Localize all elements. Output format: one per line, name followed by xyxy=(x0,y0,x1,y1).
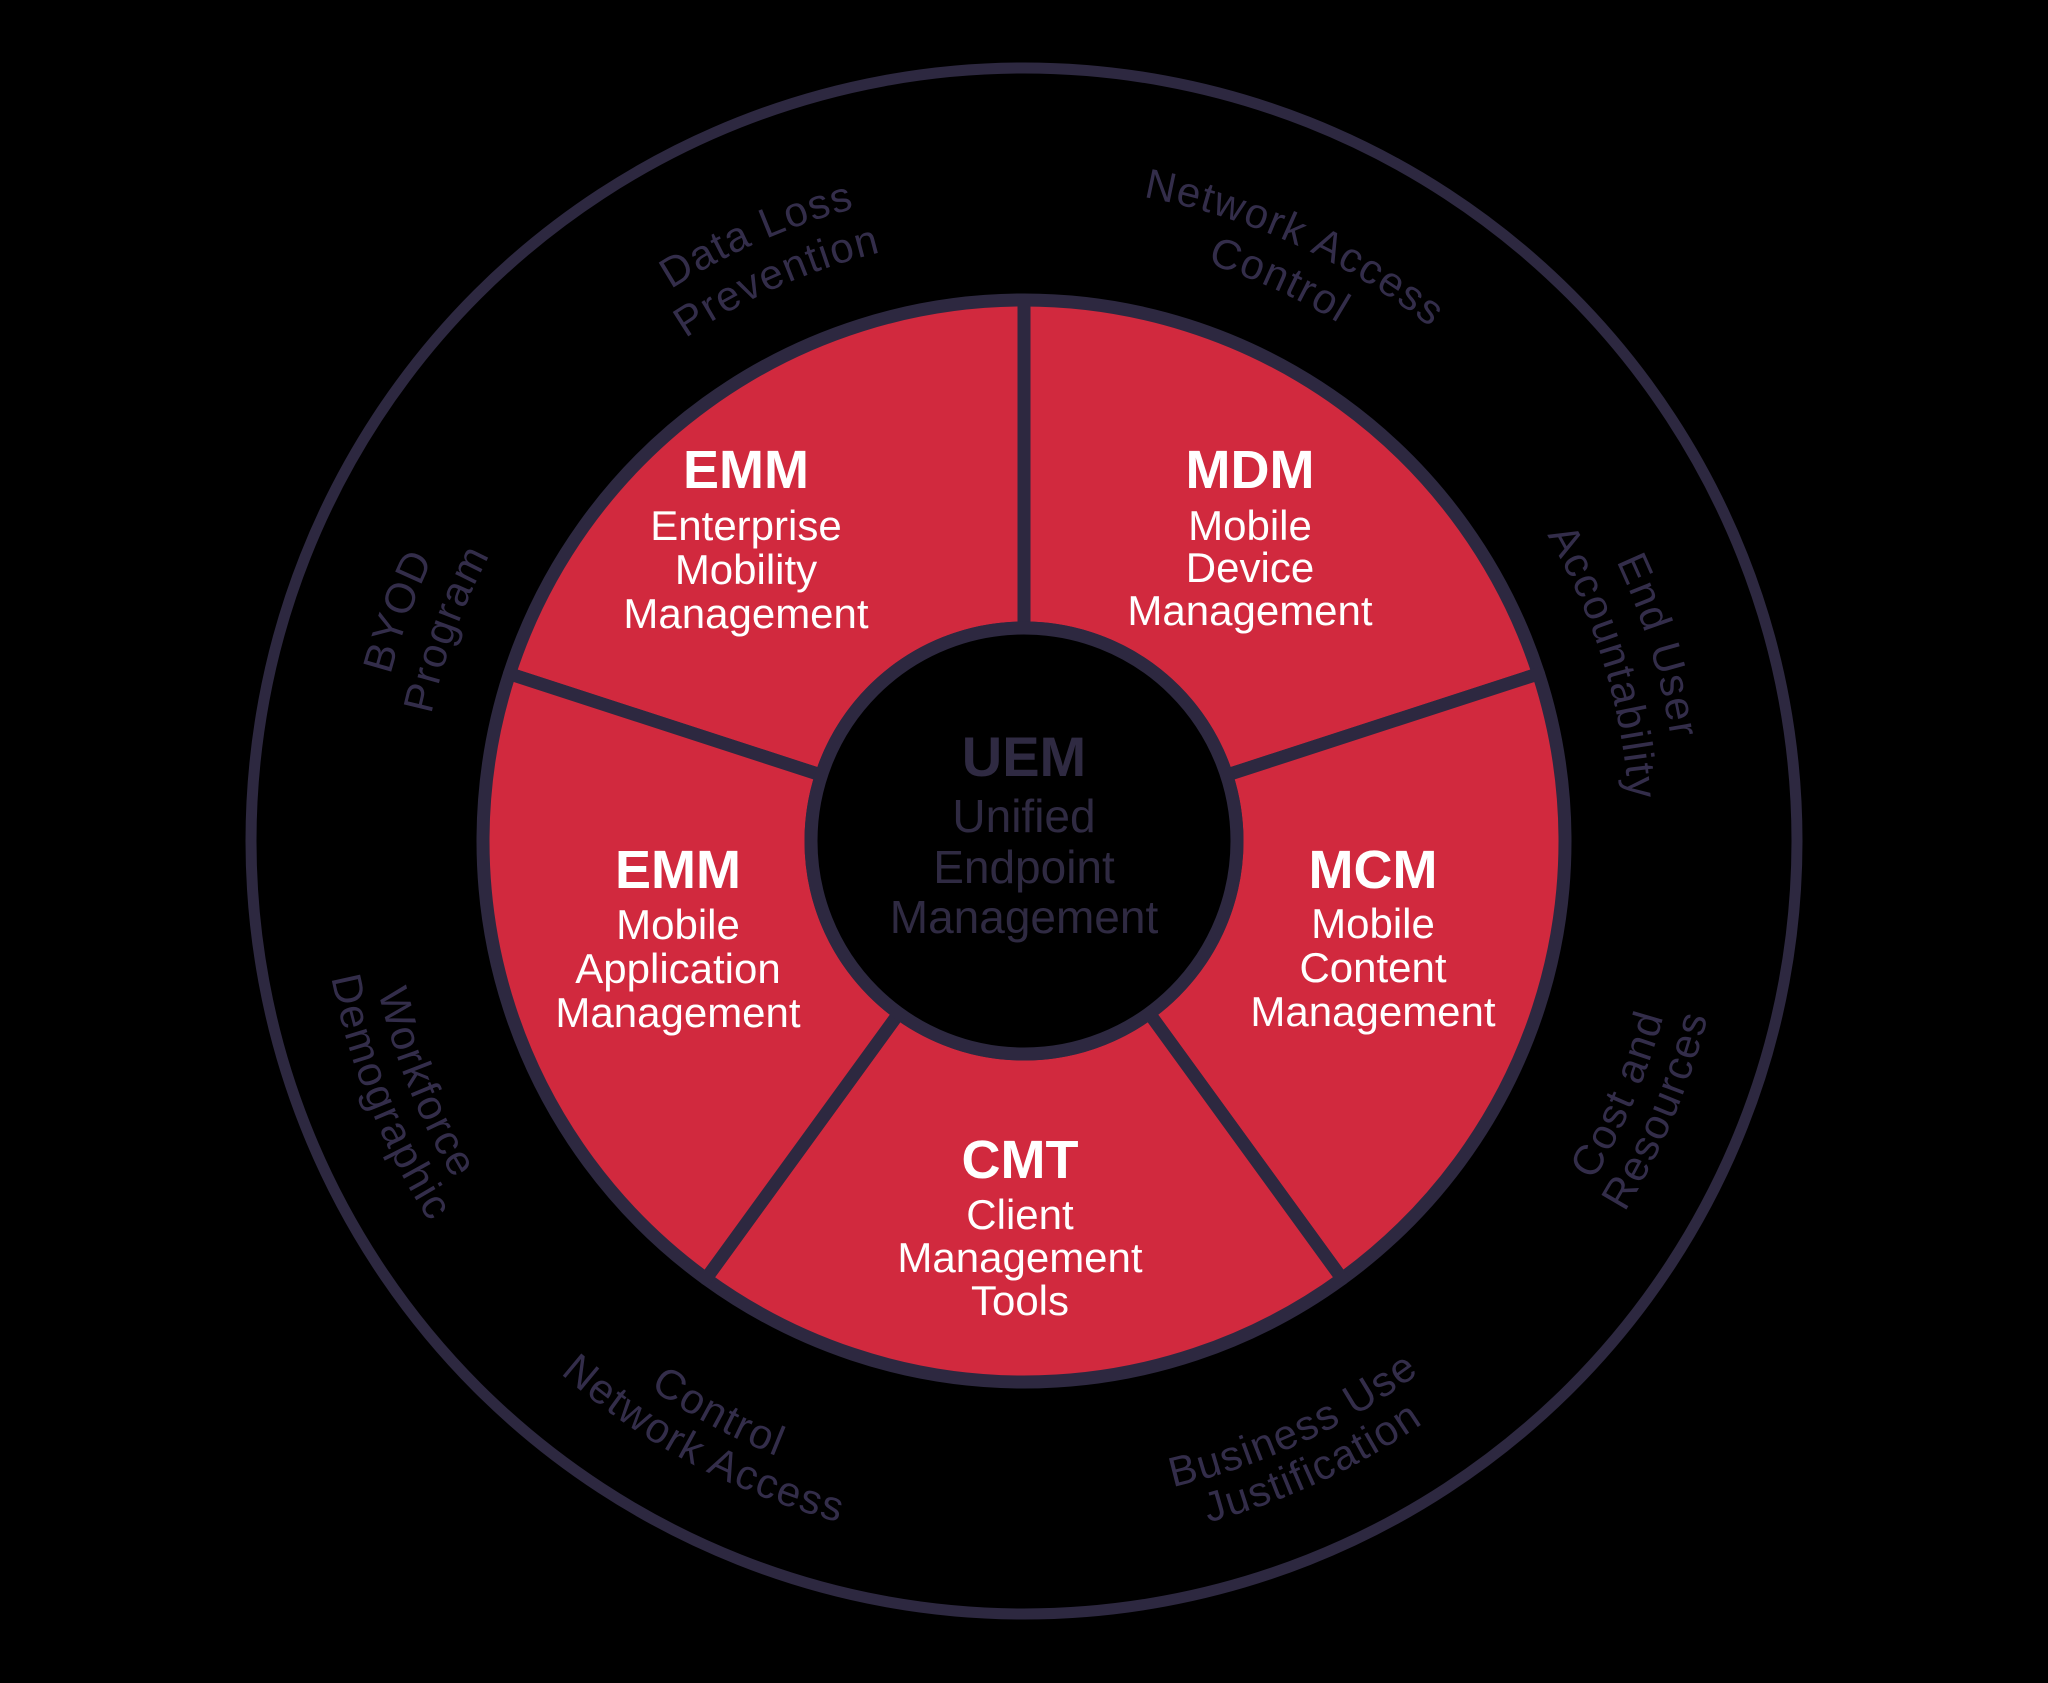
segment-line: Client xyxy=(966,1191,1074,1238)
center-line: Management xyxy=(890,891,1159,943)
segment-label-cmt: CMT Client Management Tools xyxy=(897,1130,1142,1324)
segment-line: Tools xyxy=(971,1277,1069,1324)
segment-line: Management xyxy=(897,1234,1142,1281)
segment-line: Management xyxy=(1250,988,1495,1035)
segment-label-mcm: MCM Mobile Content Management xyxy=(1250,840,1495,1035)
segment-label-emm-mam: EMM Mobile Application Management xyxy=(555,840,800,1036)
segment-line: Management xyxy=(1127,587,1372,634)
outer-ring-circle xyxy=(245,62,1803,1620)
segment-acronym: MCM xyxy=(1309,840,1438,900)
segment-line: Content xyxy=(1299,944,1446,991)
segment-line: Application xyxy=(575,945,780,992)
segment-line: Device xyxy=(1186,544,1314,591)
segment-line: Enterprise xyxy=(650,502,841,549)
center-hub-circle xyxy=(804,621,1244,1061)
segment-line: Mobile xyxy=(616,901,740,948)
segment-acronym: MDM xyxy=(1186,440,1315,500)
segment-line: Mobile xyxy=(1188,502,1312,549)
center-line: Unified xyxy=(952,790,1095,842)
segment-line: Management xyxy=(623,590,868,637)
segment-label-emm-enterprise: EMM Enterprise Mobility Management xyxy=(623,440,868,637)
ring-label-control-network-access-line2: Network Access xyxy=(554,1344,850,1531)
segment-acronym: EMM xyxy=(683,440,809,500)
segment-acronym: CMT xyxy=(962,1130,1079,1190)
segment-acronym: EMM xyxy=(615,840,741,900)
center-hub-text: UEM Unified Endpoint Management xyxy=(890,725,1159,943)
segment-line: Mobile xyxy=(1311,900,1435,947)
segment-line: Mobility xyxy=(675,546,817,593)
segment-line: Management xyxy=(555,989,800,1036)
center-acronym: UEM xyxy=(962,725,1086,788)
segment-label-mdm: MDM Mobile Device Management xyxy=(1127,440,1372,634)
center-line: Endpoint xyxy=(933,841,1115,893)
